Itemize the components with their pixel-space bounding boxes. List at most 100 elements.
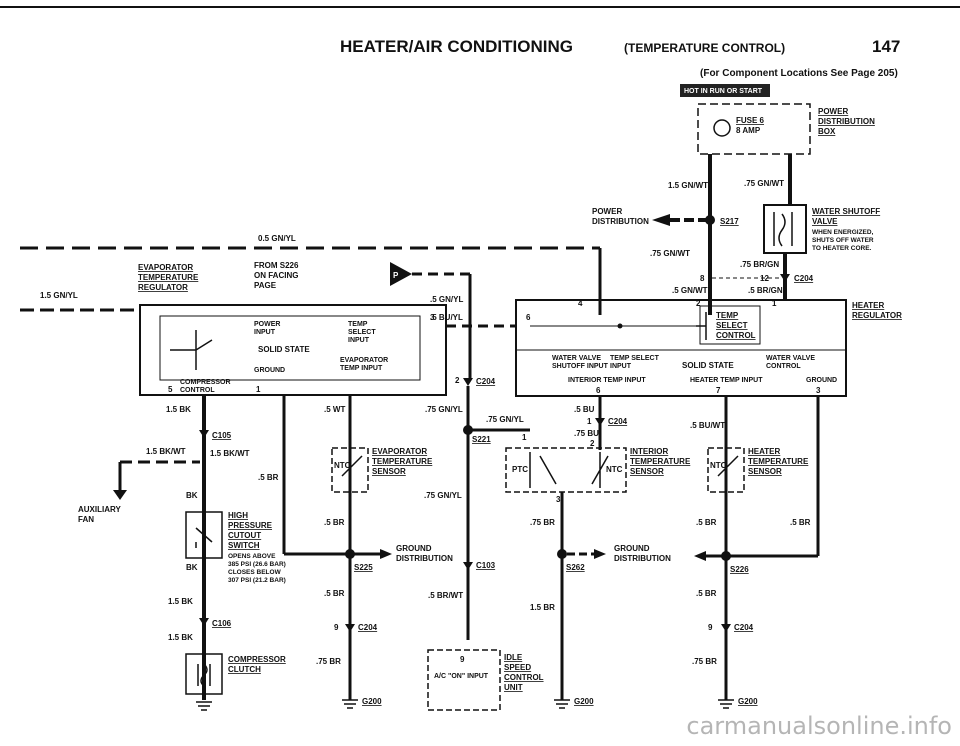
connector-c105 bbox=[199, 430, 209, 438]
connector-c204-mid-label: C204 bbox=[476, 377, 496, 386]
wire-label-bk-b: BK bbox=[186, 563, 198, 572]
connector-c204-right-label: C204 bbox=[734, 623, 754, 632]
ground-dist-arrow-a bbox=[380, 549, 392, 559]
idle-speed-label-2: SPEED bbox=[504, 663, 531, 672]
pin-9b: 9 bbox=[460, 655, 465, 664]
pin-3b: 3 bbox=[816, 386, 821, 395]
pin-1b: 1 bbox=[256, 385, 261, 394]
water-valve-label-2: VALVE bbox=[812, 217, 838, 226]
connector-c105-label: C105 bbox=[212, 431, 232, 440]
wire-label-5br-d: .5 BR bbox=[790, 518, 811, 527]
splice-s262-label: S262 bbox=[566, 563, 585, 572]
temp-select-control[interactable] bbox=[699, 305, 761, 345]
ntc-label-evap: NTC bbox=[334, 461, 351, 470]
er-power-input-2: INPUT bbox=[254, 329, 276, 336]
wire-label-75br-a: .75 BR bbox=[530, 518, 555, 527]
pin-1d: 1 bbox=[522, 433, 527, 442]
water-valve-note-2: SHUTS OFF WATER bbox=[812, 237, 874, 244]
wire-label-5brwt: .5 BR/WT bbox=[428, 591, 463, 600]
wire-label-15br: 1.5 BR bbox=[530, 603, 555, 612]
er-temp-select-3: INPUT bbox=[348, 337, 370, 344]
page-subtitle: (TEMPERATURE CONTROL) bbox=[624, 41, 785, 55]
wire-label-15bkwt-a: 1.5 BK/WT bbox=[146, 447, 186, 456]
connector-c204-interior-label: C204 bbox=[608, 417, 628, 426]
high-pressure-switch bbox=[185, 511, 223, 559]
pin-9: 9 bbox=[334, 623, 339, 632]
pin-4: 4 bbox=[578, 299, 583, 308]
power-distribution-box bbox=[697, 103, 811, 155]
connector-c204-right bbox=[721, 624, 731, 632]
hr-ground: GROUND bbox=[806, 377, 837, 384]
fuse-rating: 8 AMP bbox=[736, 126, 761, 135]
pin-6: 6 bbox=[526, 313, 531, 322]
pin-1c: 1 bbox=[587, 417, 592, 426]
ground-dist-a-1: GROUND bbox=[396, 544, 432, 553]
power-distribution-arrow bbox=[652, 214, 670, 226]
wire-label-75gnwt-mid: .75 GN/WT bbox=[650, 249, 690, 258]
pin-7: 7 bbox=[716, 386, 721, 395]
watermark: carmanualsonline.info bbox=[686, 712, 952, 740]
connector-c204-label: C204 bbox=[794, 274, 814, 283]
aux-fan-arrow bbox=[113, 490, 127, 500]
clutch-label-2: CLUTCH bbox=[228, 665, 261, 674]
wire-label-15bk-b: 1.5 BK bbox=[168, 597, 193, 606]
wire-label-75bu: .75 BU bbox=[574, 429, 599, 438]
wire-label-05gnyl: 0.5 GN/YL bbox=[258, 234, 296, 243]
connector-c204-left bbox=[345, 624, 355, 632]
interior-sensor bbox=[505, 447, 627, 493]
page-ref-letter: P bbox=[393, 271, 399, 280]
evap-sensor-label-2: TEMPERATURE bbox=[372, 457, 433, 466]
pin-5: 5 bbox=[168, 385, 173, 394]
splice-s217-label: S217 bbox=[720, 217, 739, 226]
wire-label-5gnwt: .5 GN/WT bbox=[672, 286, 708, 295]
pressure-switch-icon bbox=[195, 527, 213, 548]
connector-c106 bbox=[199, 618, 209, 626]
er-evap-temp-1: EVAPORATOR bbox=[340, 357, 388, 364]
er-temp-select-2: SELECT bbox=[348, 329, 376, 336]
wire-label-5br-b: .5 BR bbox=[324, 518, 345, 527]
aux-fan-label-1: AUXILIARY bbox=[78, 505, 121, 514]
connector-c103-label: C103 bbox=[476, 561, 496, 570]
wire-label-75brgn: .75 BR/GN bbox=[740, 260, 779, 269]
pin-3: 3 bbox=[430, 313, 435, 322]
header-rule bbox=[0, 6, 960, 8]
wire-label-15bk: 1.5 BK bbox=[166, 405, 191, 414]
page-title: HEATER/AIR CONDITIONING bbox=[340, 37, 573, 56]
evap-regulator-inner bbox=[159, 315, 421, 381]
power-distribution-label-2: DISTRIBUTION bbox=[592, 217, 649, 226]
er-solid-state: SOLID STATE bbox=[258, 345, 310, 354]
hr-temp-select-input-2: INPUT bbox=[610, 363, 632, 370]
wire-label-5buwt: .5 BU/WT bbox=[690, 421, 725, 430]
hp-note-1: OPENS ABOVE bbox=[228, 553, 276, 560]
splice-s226 bbox=[721, 551, 731, 561]
splice-s225 bbox=[345, 549, 355, 559]
connector-c204-interior bbox=[595, 418, 605, 426]
splice-s262 bbox=[557, 549, 567, 559]
er-compressor-1: COMPRESSOR bbox=[180, 379, 231, 386]
interior-sensor-label-2: TEMPERATURE bbox=[630, 457, 691, 466]
evap-regulator-label-1: EVAPORATOR bbox=[138, 263, 193, 272]
er-power-input-1: POWER bbox=[254, 321, 280, 328]
wire-label-5br-c: .5 BR bbox=[696, 518, 717, 527]
power-box-label-2: DISTRIBUTION bbox=[818, 117, 875, 126]
ntc-label-interior: NTC bbox=[606, 465, 623, 474]
temp-select-label-3: CONTROL bbox=[716, 331, 756, 340]
ground-dist-arrow-b bbox=[594, 549, 606, 559]
hp-label-1: HIGH bbox=[228, 511, 248, 520]
wire-label-5wt: .5 WT bbox=[324, 405, 345, 414]
valve-coil-icon bbox=[773, 212, 793, 247]
er-ground: GROUND bbox=[254, 367, 285, 374]
hr-heater-temp-input: HEATER TEMP INPUT bbox=[690, 377, 763, 384]
splice-s221-label: S221 bbox=[472, 435, 491, 444]
evap-regulator-label-3: REGULATOR bbox=[138, 283, 188, 292]
interior-sensor-label-3: SENSOR bbox=[630, 467, 664, 476]
pin-2: 2 bbox=[696, 299, 701, 308]
hr-interior-temp-input: INTERIOR TEMP INPUT bbox=[568, 377, 646, 384]
g200-c-label: G200 bbox=[738, 697, 758, 706]
temp-select-label-1: TEMP bbox=[716, 311, 739, 320]
connector-c204-left-label: C204 bbox=[358, 623, 378, 632]
ground-dist-a-2: DISTRIBUTION bbox=[396, 554, 453, 563]
hr-water-valve-input-1: WATER VALVE bbox=[552, 355, 601, 362]
page-ref-arrow-icon bbox=[390, 262, 412, 286]
